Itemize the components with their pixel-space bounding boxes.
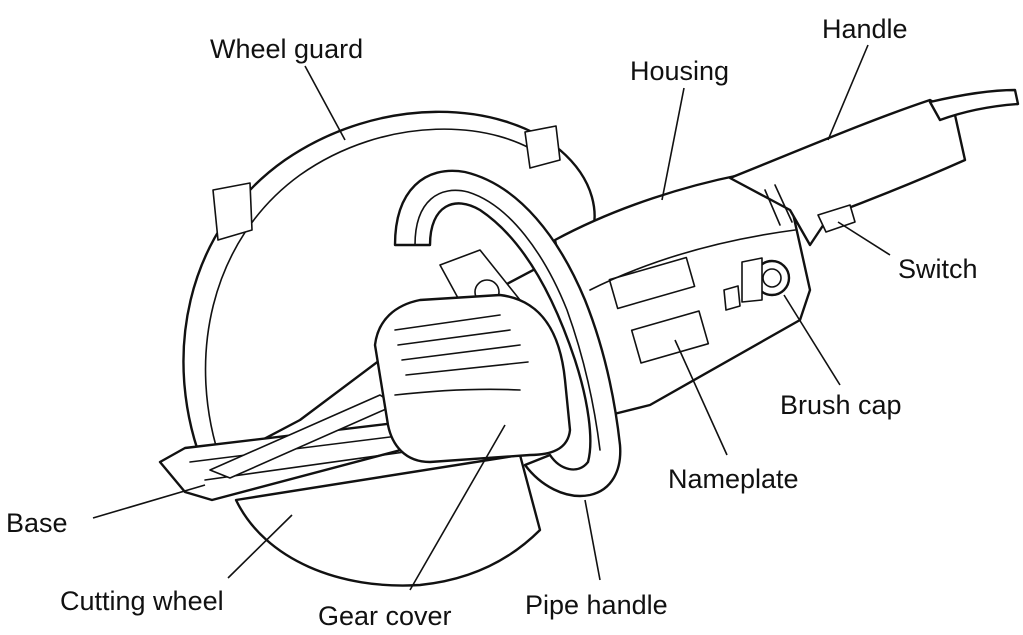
leader-switch (838, 222, 890, 255)
leader-wheel-guard (305, 66, 345, 140)
leader-pipe-handle (585, 500, 600, 580)
label-pipe-handle: Pipe handle (525, 590, 668, 620)
label-wheel-guard: Wheel guard (210, 34, 363, 64)
label-switch: Switch (898, 254, 978, 284)
label-gear-cover: Gear cover (318, 601, 452, 631)
label-nameplate: Nameplate (668, 464, 799, 494)
label-base: Base (6, 508, 68, 538)
label-brush-cap: Brush cap (780, 390, 902, 420)
lock-button (724, 286, 740, 310)
leader-housing (662, 88, 684, 200)
brush-cap-boss (742, 258, 762, 302)
gear-cover-shape (375, 295, 570, 462)
leader-base (93, 485, 205, 518)
label-handle: Handle (822, 14, 908, 44)
label-cutting-wheel: Cutting wheel (60, 586, 224, 616)
guard-bracket-left (213, 183, 252, 240)
leader-brush-cap (784, 295, 840, 385)
guard-bracket-right (525, 126, 560, 168)
cord-shape (930, 90, 1018, 120)
label-housing: Housing (630, 56, 729, 86)
